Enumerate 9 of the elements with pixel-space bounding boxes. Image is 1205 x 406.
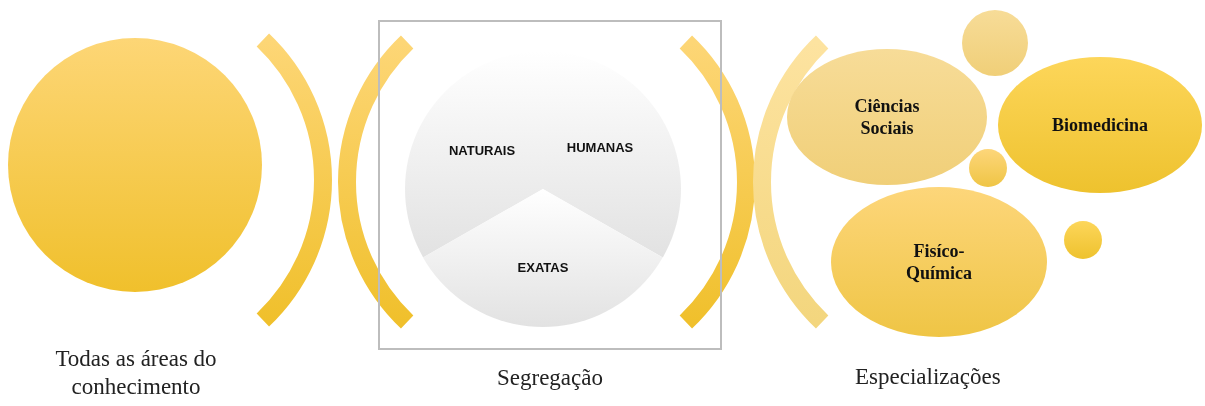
sector-label: NATURAIS [448,143,516,158]
sector-label: EXATAS [517,260,569,275]
bubble-label: Fisíco-Química [905,240,973,284]
section-heading: Especializações [855,363,1001,391]
bubble-label: Ciências Sociais [853,95,921,139]
section-heading: Todas as áreas do conhecimento [54,345,218,401]
bubble-label: Biomedicina [1051,114,1149,136]
section-heading: Segregação [496,364,604,392]
sector-label: HUMANAS [566,140,634,155]
